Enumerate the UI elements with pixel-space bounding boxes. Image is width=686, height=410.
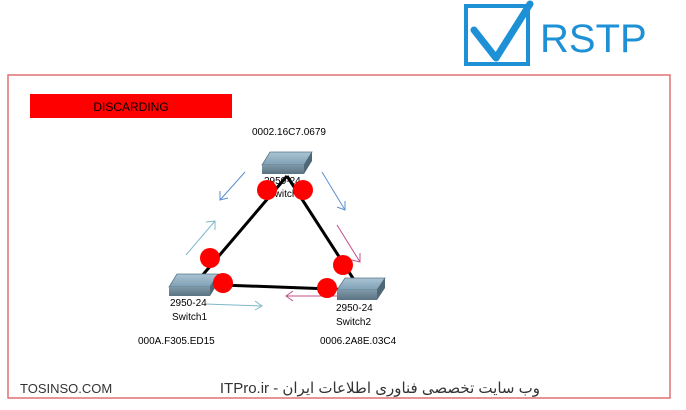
- checkmark-box-icon: [464, 4, 530, 66]
- switch-left-model: 2950-24: [170, 298, 207, 309]
- rstp-logo: RSTP: [464, 0, 647, 66]
- checkmark-icon: [470, 0, 534, 62]
- switch-left-name: Switch1: [172, 312, 207, 323]
- switch-left[interactable]: 2950-24 Switch1 000A.F305.ED15: [138, 273, 219, 347]
- port-state-banner: DISCARDING: [30, 94, 232, 118]
- port-indicators: [200, 180, 353, 298]
- arrow-icon: [285, 290, 345, 302]
- arrow-icon: [336, 224, 361, 263]
- port-indicator: [257, 180, 277, 200]
- switch-root-mac: 0002.16C7.0679: [252, 127, 326, 138]
- bpdu-arrows: [185, 171, 361, 311]
- footer-site-label: TOSINSO.COM: [20, 381, 112, 396]
- switch-right-model: 2950-24: [336, 303, 373, 314]
- switch-icon-front: [169, 287, 210, 296]
- switch-icon-side: [377, 278, 385, 300]
- switch-icon-front: [262, 165, 304, 174]
- port-state-label: DISCARDING: [93, 100, 168, 114]
- switch-root[interactable]: 2950-24 Switch0 0002.16C7.0679: [252, 127, 326, 200]
- arrow-icon: [321, 171, 346, 211]
- switch-right[interactable]: 2950-24 Switch2 0006.2A8E.03C4: [320, 277, 397, 347]
- switch-right-mac: 0006.2A8E.03C4: [320, 336, 397, 347]
- port-indicator: [213, 273, 233, 293]
- port-indicator: [333, 255, 353, 275]
- arrow-icon: [185, 220, 216, 256]
- switch-icon: [168, 273, 219, 288]
- port-indicator: [293, 180, 313, 200]
- port-state-banner-bg: [30, 94, 232, 118]
- port-indicator: [317, 278, 337, 298]
- footer-itpro-label: ITPro.ir - وب سایت تخصصی فناوری اطلاعات …: [220, 380, 540, 397]
- arrow-icon: [219, 171, 246, 201]
- switch-icon: [336, 277, 386, 291]
- switch-icon-side: [304, 152, 312, 174]
- switch-icon-front: [337, 290, 377, 300]
- switch-icon: [261, 151, 313, 166]
- switch-root-name: Switch0: [268, 189, 303, 200]
- switch-right-name: Switch2: [336, 317, 371, 328]
- switch-root-model: 2950-24: [264, 176, 301, 187]
- logo-text: RSTP: [540, 17, 647, 61]
- arrow-icon: [204, 300, 263, 311]
- switch-left-mac: 000A.F305.ED15: [138, 336, 215, 347]
- port-indicator: [200, 248, 220, 268]
- diagram-frame: [7, 74, 671, 399]
